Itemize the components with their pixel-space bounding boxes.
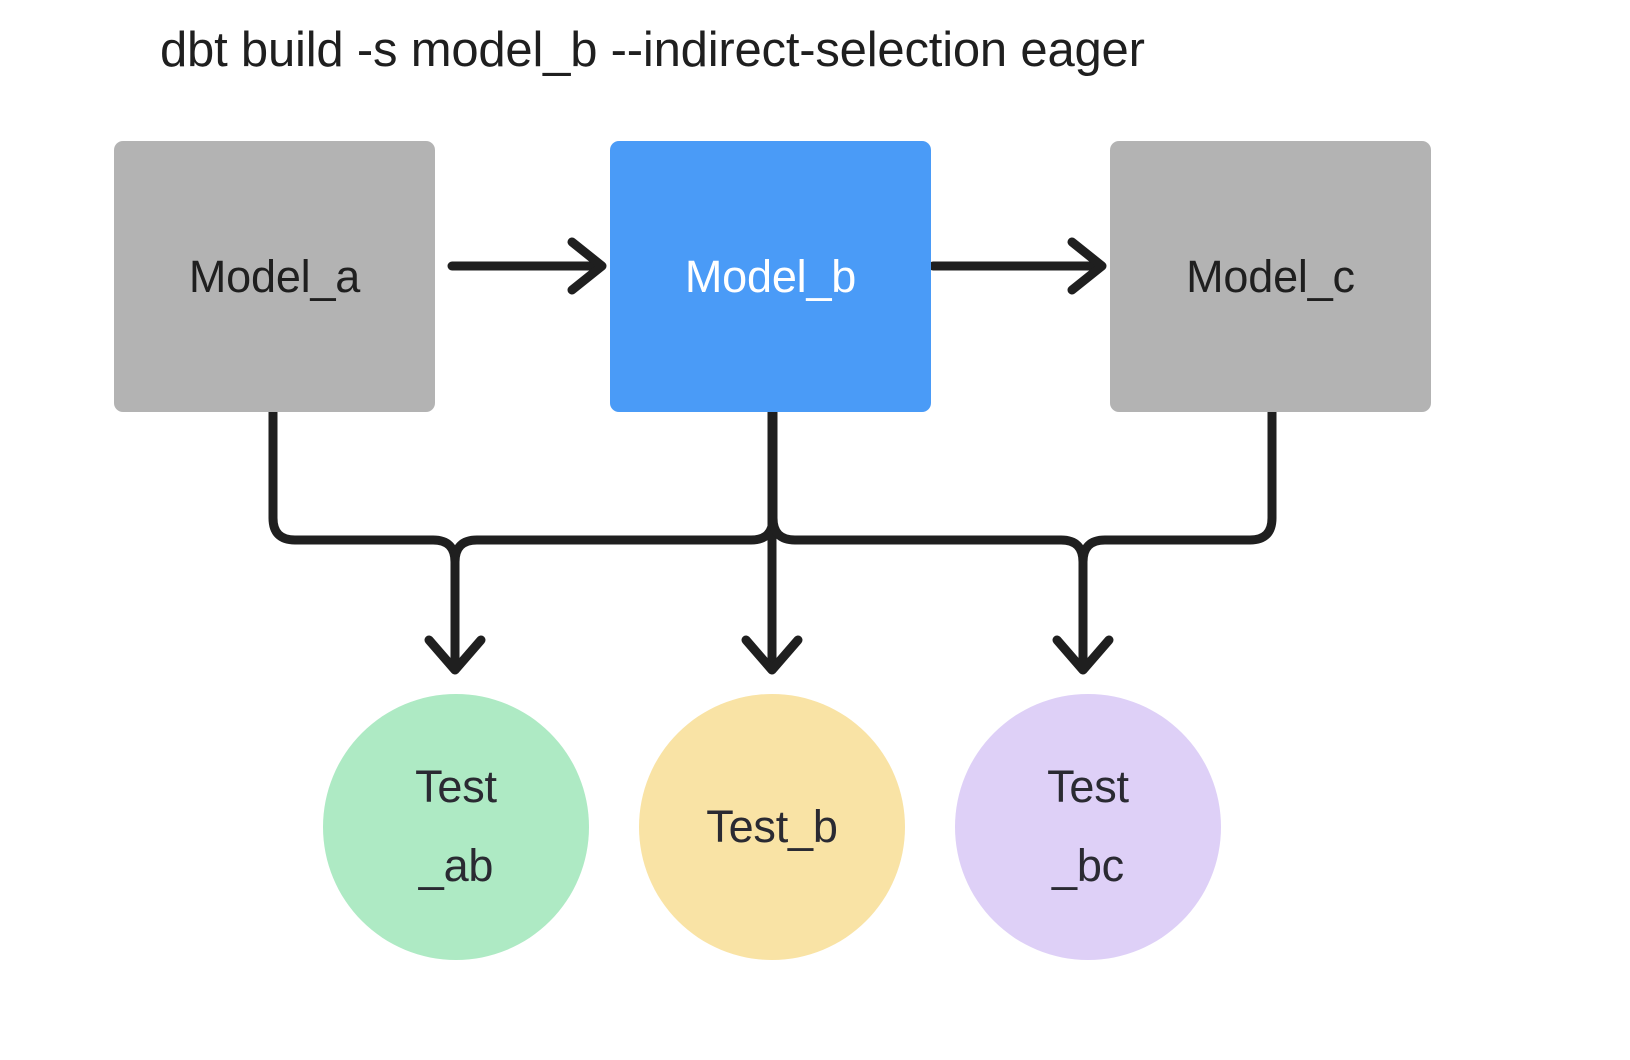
node-test-bc-label-line-1: Test (1047, 761, 1129, 813)
edge-model-c-to-test-bc (1078, 407, 1277, 673)
node-test-b[interactable]: Test_b (639, 694, 905, 960)
node-model-a-label: Model_a (188, 250, 361, 302)
arrowhead-model-b-in (567, 237, 607, 295)
edge-model-b-to-test-ab (450, 407, 778, 673)
node-test-bc-label-line-2: _bc (1052, 840, 1124, 891)
node-model-b[interactable]: Model_b (610, 141, 931, 412)
arrowhead-model-c-in (1067, 237, 1107, 295)
node-test-ab-label-line-1: Test (415, 761, 497, 813)
node-test-ab-label-line-2: _ab (418, 840, 494, 891)
node-model-b-label: Model_b (684, 250, 857, 302)
diagram-title: dbt build -s model_b --indirect-selectio… (160, 23, 1145, 77)
node-test-ab[interactable]: Test _ab (323, 694, 589, 960)
node-model-a[interactable]: Model_a (114, 141, 435, 412)
arrowhead-test-ab-in (424, 635, 486, 675)
node-test-bc[interactable]: Test _bc (955, 694, 1221, 960)
edge-model-a-to-test-ab (268, 407, 460, 673)
node-test-b-label-line-1: Test_b (706, 800, 838, 852)
node-model-c[interactable]: Model_c (1110, 141, 1431, 412)
arrowhead-test-bc-in (1052, 635, 1114, 675)
arrowhead-test-b-in (741, 635, 803, 675)
node-model-c-label: Model_c (1186, 250, 1355, 302)
edge-model-b-to-test-bc (768, 407, 1088, 673)
